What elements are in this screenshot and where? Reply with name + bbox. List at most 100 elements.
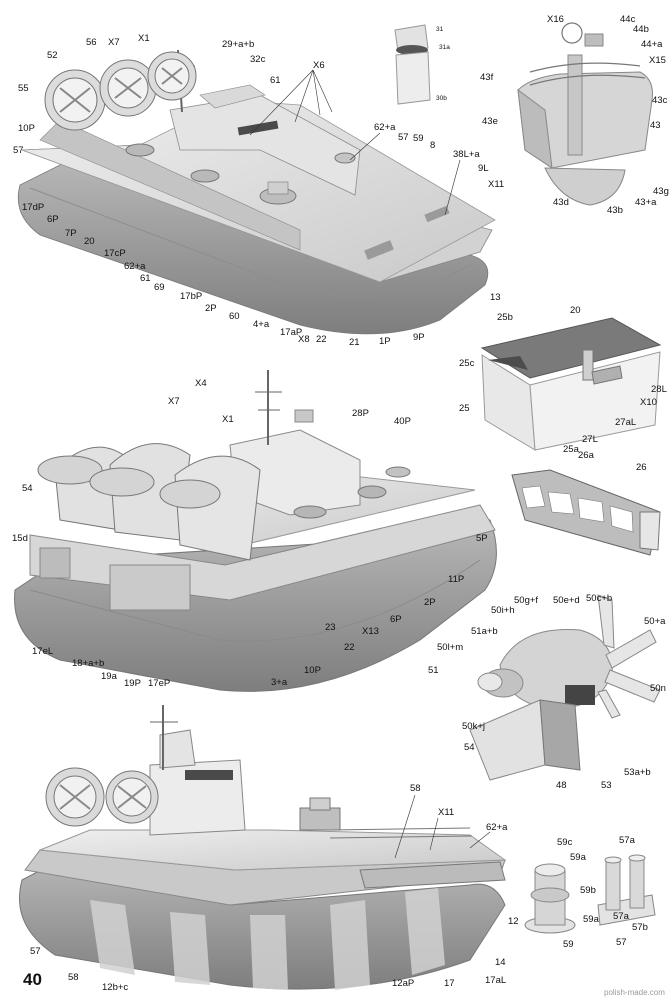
part-30-31 xyxy=(394,24,431,105)
part-label: 17cP xyxy=(104,248,126,259)
part-label: 17eL xyxy=(32,646,53,657)
part-label: 57 xyxy=(13,145,24,156)
part-label: 53a+b xyxy=(624,767,651,778)
part-label: 11P xyxy=(448,574,464,585)
part-label: 43g xyxy=(653,186,669,197)
part-label: 9L xyxy=(478,163,489,174)
part-label: 25a xyxy=(563,444,580,455)
part-label: 22 xyxy=(316,334,327,345)
part-label: 23 xyxy=(325,622,336,633)
part-label: 57 xyxy=(30,946,41,957)
part-label: 53 xyxy=(601,780,612,791)
part-label: 18+a+b xyxy=(72,658,104,669)
part-label: 58 xyxy=(410,783,421,794)
part-label: 20 xyxy=(570,305,581,316)
part-label: 27aL xyxy=(615,417,636,428)
part-label: X1 xyxy=(138,33,150,44)
part-label: 56 xyxy=(86,37,97,48)
part-label: 44c xyxy=(620,14,636,25)
part-label: 17 xyxy=(444,978,455,989)
part-label: X8 xyxy=(298,334,310,345)
part-label: 43f xyxy=(480,72,494,83)
part-label: 38L+a xyxy=(453,149,480,160)
part-label: 43c xyxy=(652,95,668,106)
part-label: 12aP xyxy=(392,978,414,989)
part-label: 59a xyxy=(570,852,587,863)
part-label: 26a xyxy=(578,450,595,461)
part-label: 59 xyxy=(563,939,574,950)
page-number: 40 xyxy=(23,970,42,989)
part-label: 12b+c xyxy=(102,982,128,993)
part-label: 31 xyxy=(436,26,444,33)
part-label: 25 xyxy=(459,403,470,414)
part-label: 62+a xyxy=(486,822,508,833)
part-label: 57 xyxy=(616,937,627,948)
part-label: X13 xyxy=(362,626,379,637)
mast-platform-assembly xyxy=(517,22,653,206)
part-label: X6 xyxy=(313,60,325,71)
part-label: 7P xyxy=(65,228,77,239)
part-label: 69 xyxy=(154,282,165,293)
part-label: 13 xyxy=(490,292,501,303)
part-label: 25c xyxy=(459,358,475,369)
watermark: polish-made.com xyxy=(604,988,665,997)
part-label: 43d xyxy=(553,197,569,208)
bollard-59 xyxy=(524,863,576,934)
part-label: 43b xyxy=(607,205,623,216)
part-label: X7 xyxy=(108,37,120,48)
part-label: 31a xyxy=(439,44,450,51)
part-label: 43 xyxy=(650,120,661,131)
part-label: 25b xyxy=(497,312,513,323)
hovercraft-view-bottom xyxy=(18,705,507,990)
part-label: 50+a xyxy=(644,616,666,627)
part-label: 50n xyxy=(650,683,666,694)
part-label: X11 xyxy=(488,179,504,190)
part-label: X1 xyxy=(222,414,234,425)
part-label: 54 xyxy=(22,483,33,494)
part-label: 62+a xyxy=(374,122,396,133)
part-label: 10P xyxy=(18,123,35,134)
part-label: 32c xyxy=(250,54,266,65)
part-label: 17aL xyxy=(485,975,506,986)
part-label: 48 xyxy=(556,780,567,791)
part-label: 28P xyxy=(352,408,369,419)
part-label: 43e xyxy=(482,116,498,127)
part-label: 57 xyxy=(398,132,409,143)
part-label: 55 xyxy=(18,83,29,94)
part-label: 14 xyxy=(495,957,506,968)
part-label: 51a+b xyxy=(471,626,498,637)
part-label: 50i+h xyxy=(491,605,515,616)
propeller-assembly xyxy=(469,594,661,781)
part-label: 61 xyxy=(270,75,281,86)
part-label: 52 xyxy=(47,50,58,61)
part-label: 12 xyxy=(508,916,519,927)
part-25-block xyxy=(480,317,662,451)
part-label: 17eP xyxy=(148,678,170,689)
part-label: 51 xyxy=(428,665,439,676)
part-label: 17dP xyxy=(22,202,44,213)
part-label: 60 xyxy=(229,311,240,322)
part-label: 28L xyxy=(651,384,667,395)
part-label: 17aP xyxy=(280,327,302,338)
part-label: 6P xyxy=(390,614,402,625)
part-label: X7 xyxy=(168,396,180,407)
part-label: X15 xyxy=(649,55,666,66)
part-label: 29+a+b xyxy=(222,39,254,50)
part-label: 19a xyxy=(101,671,118,682)
part-26-frame xyxy=(511,469,661,556)
part-label: X11 xyxy=(438,807,454,818)
part-label: X10 xyxy=(640,397,657,408)
part-label: 4+a xyxy=(253,319,270,330)
part-label: 59b xyxy=(580,885,596,896)
part-label: 50c+b xyxy=(586,593,612,604)
hovercraft-view-rear xyxy=(14,370,497,692)
part-label: 10P xyxy=(304,665,321,676)
part-label: 43+a xyxy=(635,197,657,208)
part-label: X16 xyxy=(547,14,564,25)
part-label: 40P xyxy=(394,416,411,427)
part-label: 15d xyxy=(12,533,28,544)
part-label: 50e+d xyxy=(553,595,580,606)
part-label: 59 xyxy=(413,133,424,144)
